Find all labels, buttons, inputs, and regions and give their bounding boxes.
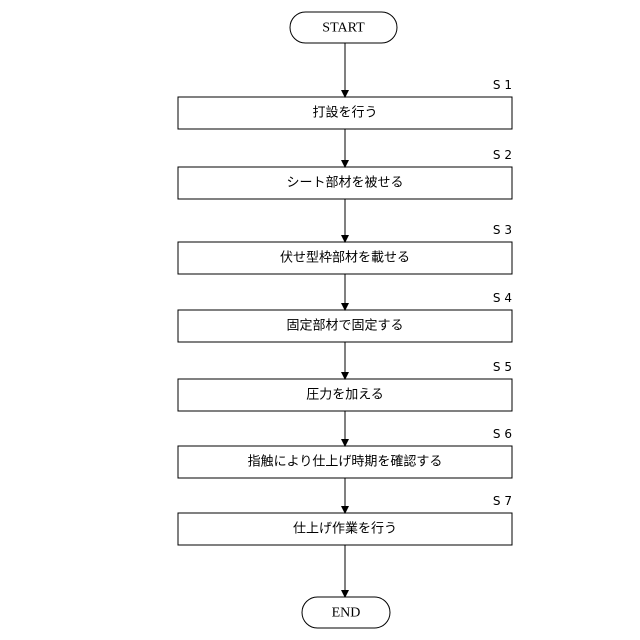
start-label: START <box>322 21 365 36</box>
step-label: S 5 <box>493 360 512 374</box>
step-text: 伏せ型枠部材を載せる <box>280 251 410 266</box>
end-label: END <box>332 606 361 621</box>
step-text: 圧力を加える <box>306 388 384 403</box>
step-label: S 2 <box>493 148 512 162</box>
step-text: シート部材を被せる <box>286 176 403 191</box>
step-label: S 6 <box>493 427 512 441</box>
step-text: 指触により仕上げ時期を確認する <box>248 454 443 470</box>
step-text: 固定部材で固定する <box>286 319 403 334</box>
end-terminal: END <box>302 597 390 628</box>
step-text: 打設を行う <box>312 105 377 121</box>
step-text: 仕上げ作業を行う <box>293 521 397 537</box>
step-label: S 3 <box>493 223 512 237</box>
step-label: S 4 <box>493 291 512 305</box>
step-label: S 1 <box>493 78 512 92</box>
step-label: S 7 <box>493 494 512 508</box>
start-terminal: START <box>290 12 397 43</box>
